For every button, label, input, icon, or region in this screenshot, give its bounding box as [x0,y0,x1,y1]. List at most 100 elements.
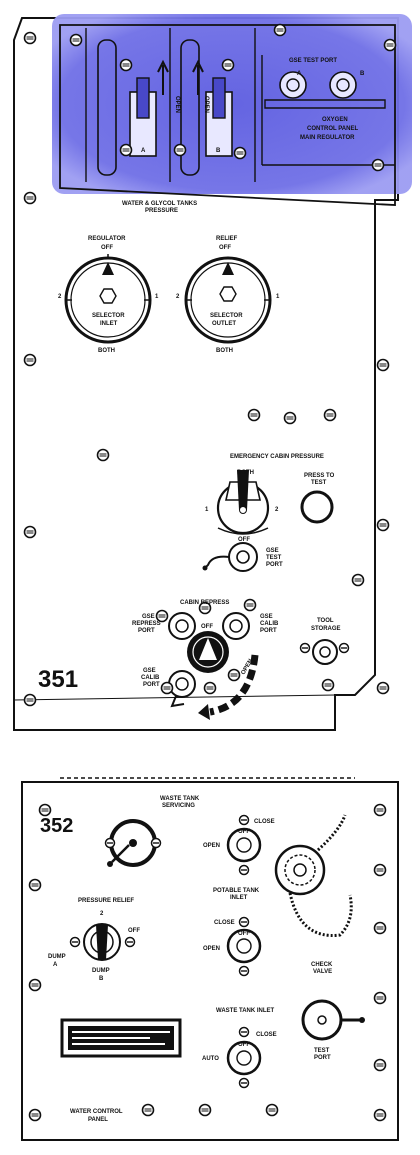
emergency-gse-label: GSE [266,548,279,554]
instruction-placard [60,1018,182,1058]
gse-calib-right-label-1: GSE [260,614,273,620]
pressure-relief-off: OFF [128,928,140,934]
upper-valve-off: OFF [238,829,250,835]
emergency-pos-2: 2 [275,507,279,513]
gse-repress-label-3: PORT [138,628,155,634]
press-to-test-label: PRESS TO [304,473,335,479]
waste-tank-servicing-label-2: SERVICING [162,803,195,809]
regulator-off: OFF [101,245,113,251]
potable-tank-label-2: INLET [230,895,248,901]
handle-b-label: B [216,148,221,154]
regulator-both: BOTH [98,348,115,354]
check-valve-label-2: VALVE [313,969,332,975]
emergency-port-label: PORT [266,562,283,568]
emergency-cabin-pressure-selector[interactable] [216,470,270,535]
upper-valve-close: CLOSE [254,819,275,825]
press-to-test-button[interactable] [300,490,334,524]
dump-a-label-1: DUMP [48,954,66,960]
emergency-cabin-pressure-title: EMERGENCY CABIN PRESSURE [230,454,324,460]
potable-tank-label-1: POTABLE TANK [213,888,260,894]
waste-tank-servicing-label-1: WASTE TANK [160,796,200,802]
upper-valve-open: OPEN [203,843,220,849]
relief-pos-1: 1 [276,294,280,300]
panel-number-351: 351 [38,666,78,693]
cabin-repress-valve[interactable] [187,631,259,720]
regulator-selector-label: SELECTOR [92,313,125,319]
middle-valve-off: OFF [238,931,250,937]
water-control-panel-label-1: WATER CONTROL [70,1109,123,1115]
check-valve-test-port[interactable] [301,999,365,1041]
lower-valve-close: CLOSE [256,1032,277,1038]
relief-outlet-label: OUTLET [212,321,236,327]
regulator-pos-1: 1 [155,294,159,300]
dump-b-label-2: B [99,976,104,982]
pressure-relief-knob[interactable] [69,923,136,961]
labels: 351 352 OPEN OPEN A B GSE TEST PORT A B … [38,58,365,1123]
waste-tank-inlet-valve[interactable] [226,1026,262,1089]
panel-number-352: 352 [40,815,73,837]
emergency-test-label: TEST [266,555,282,561]
water-glycol-label: WATER & GLYCOL TANKS [122,201,197,207]
tool-storage-port[interactable] [299,639,350,665]
test-port-label-1: TEST [314,1048,330,1054]
gse-calib-left-label-2: CALIB [141,675,160,681]
potable-tank-inlet-valve[interactable] [226,916,262,977]
waste-tank-inlet-label: WASTE TANK INLET [216,1008,275,1014]
relief-title: RELIEF [216,236,238,242]
test-port-label-2: PORT [314,1055,331,1061]
gse-calib-left-label-3: PORT [143,682,160,688]
open-label-right: OPEN [203,96,209,113]
emergency-gse-test-port[interactable] [202,542,258,572]
regulator-inlet-label: INLET [100,321,118,327]
pressure-relief-pos-2: 2 [100,911,104,917]
main-regulator-label: MAIN REGULATOR [300,135,355,141]
emergency-both: BOTH [237,470,254,476]
relief-selector-label: SELECTOR [210,313,243,319]
middle-valve-open: OPEN [203,946,220,952]
gse-repress-label-1: GSE [142,614,155,620]
oxygen-control-section [52,14,412,206]
dump-b-label-1: DUMP [92,968,110,974]
relief-pos-2: 2 [176,294,180,300]
potable-tank-cap[interactable] [274,814,353,937]
gse-test-port-label: GSE TEST PORT [289,58,337,64]
gse-calib-left-label-1: GSE [143,668,156,674]
waste-servicing-valve[interactable] [226,814,262,876]
emergency-pos-1: 1 [205,507,209,513]
water-glycol-pressure-label: PRESSURE [145,208,178,214]
press-to-test-label-2: TEST [311,480,327,486]
gse-calib-right-label-3: PORT [260,628,277,634]
lower-valve-off: OFF [238,1042,250,1048]
gse-calib-port-right[interactable] [222,612,250,640]
gse-calib-right-label-2: CALIB [260,621,279,627]
pressure-relief-title: PRESSURE RELIEF [78,898,134,904]
panel-352 [21,777,399,1141]
relief-off: OFF [219,245,231,251]
tool-storage-label-1: TOOL [317,618,334,624]
open-label-left: OPEN [174,96,180,113]
waste-tank-servicing-cap[interactable] [104,819,162,867]
port-a-label: A [297,71,302,77]
cabin-repress-off: OFF [201,624,213,630]
water-control-panel-label-2: PANEL [88,1117,108,1123]
panel-351 [13,14,412,731]
middle-valve-close: CLOSE [214,920,235,926]
gse-repress-label-2: REPRESS [132,621,161,627]
gse-repress-port[interactable] [168,612,196,640]
port-b-label: B [360,71,365,77]
control-panel-label: CONTROL PANEL [307,126,358,132]
cabin-repress-title: CABIN REPRESS [180,600,229,606]
relief-both: BOTH [216,348,233,354]
regulator-pos-2: 2 [58,294,62,300]
emergency-off: OFF [238,537,250,543]
handle-a-label: A [141,148,146,154]
lower-valve-auto: AUTO [202,1056,219,1062]
dump-a-label-2: A [53,962,58,968]
regulator-title: REGULATOR [88,236,126,242]
check-valve-label-1: CHECK [311,962,333,968]
relief-selector-knob[interactable] [184,256,272,344]
oxygen-label: OXYGEN [322,117,348,123]
gse-calib-port-left[interactable] [168,670,196,708]
regulator-selector-knob[interactable] [64,254,152,344]
